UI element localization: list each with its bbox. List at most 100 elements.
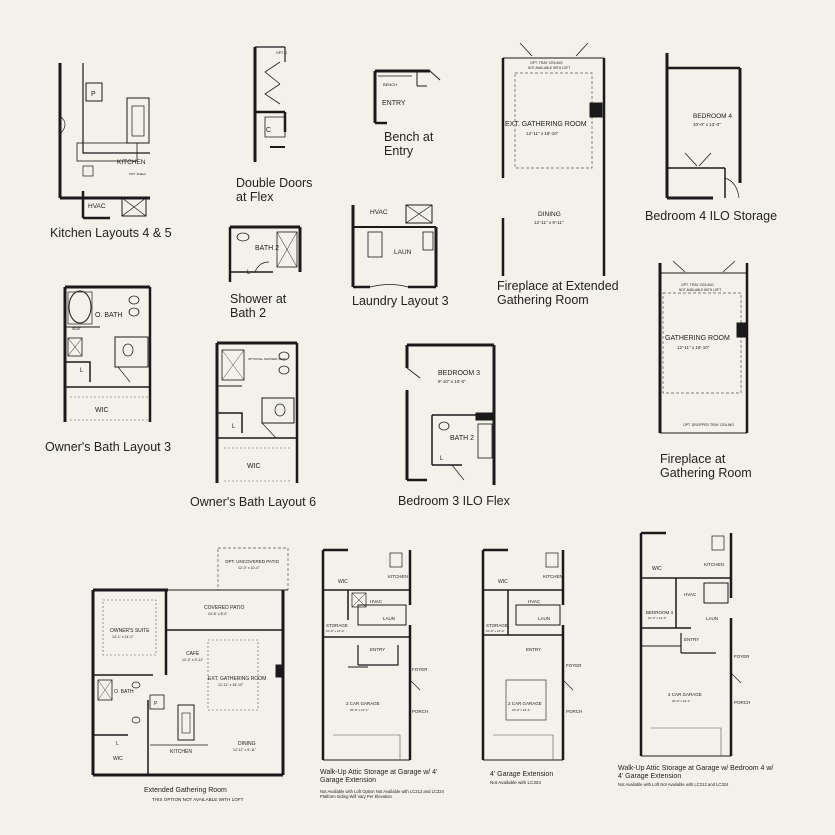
caption-bedroom4-storage: Bedroom 4 ILO Storage — [645, 209, 778, 223]
wb-bedroom4-dims: 10'-0" x 13'-0" — [648, 616, 666, 620]
walkup-attic-plan: WIC KITCHEN HVAC STORAGE 10'-0" x 13'-0"… — [321, 548, 428, 761]
ge-hvac-label: HVAC — [528, 599, 541, 604]
wb-wic-label: WIC — [652, 566, 662, 572]
ge-wic-label: WIC — [498, 579, 508, 585]
opt-dropped-tray-label: OPT. DROPPED TRAY CEILING — [683, 423, 734, 427]
caption-shower-bath2: Shower at Bath 2 — [230, 292, 287, 321]
opt-shelf-label: OPT. SHELF — [129, 172, 146, 176]
wb-porch-label: PORCH — [734, 700, 750, 705]
wa-hvac-label: HVAC — [370, 599, 383, 604]
wb-laun-label: LAUN — [706, 616, 718, 621]
patio-dims: 12'-0" x 10'-0" — [238, 566, 260, 570]
gathering-label: GATHERING ROOM — [665, 335, 730, 342]
shower-seat-label: OPTIONAL SHOWER SEAT — [248, 357, 286, 361]
opt-uncovered-patio-label: OPT. UNCOVERED PATIO — [225, 559, 280, 564]
bedroom4-dims: 10'-0" x 13'-0" — [693, 122, 721, 127]
owners-suite-label: OWNER'S SUITE — [110, 628, 150, 634]
wb-garage-label: 2 CAR GARAGE — [668, 692, 702, 697]
fireplace-ext-plan: OPT. TRAY CEILING NOT AVAILABLE WITH LOF… — [501, 42, 606, 276]
ge-storage-label: STORAGE — [486, 623, 508, 628]
linen-label: L — [247, 270, 251, 276]
wa-wic-label: WIC — [338, 579, 348, 585]
laundry3-plan: HVAC LAUN — [351, 204, 438, 289]
seat-label: SEAT — [72, 327, 82, 331]
wb-entry-label: ENTRY — [684, 637, 699, 642]
bath2-label: BATH 2 — [255, 245, 279, 252]
eg-dining-dims: 12'-11" x 9'-11" — [233, 748, 257, 752]
dining-dims: 12'-11" x 9'-11" — [534, 220, 564, 225]
covered-patio-label: COVERED PATIO — [204, 605, 244, 611]
eg-pantry-label: P — [154, 701, 158, 707]
fg-opt-tray-label: OPT. TRAY CEILING — [681, 283, 714, 287]
bath2-flex-label: BATH 2 — [450, 435, 474, 442]
wb-kitchen-label: KITCHEN — [704, 562, 724, 567]
caption-garage-ext: 4' Garage Extension — [490, 771, 554, 778]
kitchen-pantry-label: P — [91, 91, 96, 98]
ob6-wic-label: WIC — [247, 463, 261, 470]
cafe-label: CAFE — [186, 651, 200, 657]
ge-kitchen-label: KITCHEN — [543, 574, 563, 579]
bedroom3-label: BEDROOM 3 — [438, 370, 480, 377]
ge-storage-dims: 10'-0" x 13'-0" — [486, 629, 504, 633]
laundry-hvac-label: HVAC — [370, 209, 388, 216]
gathering-dims: 12'-11" x 18'-10" — [677, 345, 710, 350]
caption-fireplace-gathering: Fireplace at Gathering Room — [660, 452, 752, 481]
wa-porch-label: PORCH — [412, 709, 428, 714]
wa-garage-label: 2 CAR GARAGE — [346, 701, 380, 706]
wb-garage-dims: 20'-0" x 24'-1" — [672, 699, 690, 703]
ob3-wic-label: WIC — [95, 407, 109, 414]
owners-bath3-plan: O. BATH SEAT L WIC — [63, 285, 152, 422]
ext-gathering-label: EXT. GATHERING ROOM — [505, 121, 587, 128]
ge-garage-label: 2 CAR GARAGE — [508, 701, 542, 706]
ge-porch-label: PORCH — [566, 709, 582, 714]
eg-linen-label: L — [116, 741, 119, 747]
caption-walkup-bed4: Walk-Up Attic Storage at Garage w/ Bedro… — [618, 765, 774, 781]
caption-owners-bath3: Owner's Bath Layout 3 — [45, 440, 172, 454]
eg-wic-label: WIC — [113, 756, 123, 762]
kitchen-label: KITCHEN — [117, 159, 146, 166]
opt-tray-label: OPT. TRAY CEILING — [530, 61, 563, 65]
bench-label: BENCH — [383, 82, 397, 87]
caption-bench-entry: Bench at Entry — [384, 130, 434, 159]
ob3-linen-label: L — [80, 368, 84, 374]
o-bath-label: O. BATH — [95, 312, 122, 319]
ge-laun-label: LAUN — [538, 616, 550, 621]
fg-opt-tray-note: NOT AVAILABLE WITH LOFT — [679, 288, 721, 292]
hvac-label: HVAC — [88, 203, 106, 210]
laun-label: LAUN — [394, 249, 412, 256]
walkup-bed4-note: Not Available with Loft Not Available wi… — [618, 782, 729, 787]
owners-bath6-plan: OPTIONAL SHOWER SEAT L WIC — [215, 341, 299, 483]
cafe-dims: 12'-0" x 9'-11" — [182, 658, 204, 662]
caption-extended-gathering: Extended Gathering Room — [144, 787, 227, 794]
wa-storage-dims: 10'-0" x 13'-0" — [326, 629, 344, 633]
dining-label: DINING — [538, 211, 561, 218]
wa-foyer-label: FOYER — [412, 667, 428, 672]
ge-foyer-label: FOYER — [566, 663, 582, 668]
opt-d-label: OPT. D — [276, 51, 288, 55]
garage-ext-plan: WIC KITCHEN HVAC STORAGE 10'-0" x 13'-0"… — [481, 548, 582, 761]
double-doors-plan: OPT. D C — [253, 46, 288, 162]
wb-bedroom4-label: BEDROOM 4 — [646, 610, 674, 615]
extended-gathering-plan: OPT. UNCOVERED PATIO 12'-0" x 10'-0" COV… — [91, 547, 289, 777]
bedroom4-label: BEDROOM 4 — [693, 113, 732, 120]
wa-laun-label: LAUN — [383, 616, 395, 621]
ge-entry-label: ENTRY — [526, 647, 541, 652]
b3-linen-label: L — [440, 456, 444, 462]
eg-o-bath-label: O. BATH — [114, 689, 134, 695]
wa-garage-dims: 20'-0" x 24'-1" — [350, 708, 368, 712]
bench-entry-plan: BENCH ENTRY — [373, 69, 441, 125]
garage-ext-note: Not Available with LC324 — [490, 780, 541, 785]
shower-bath2-plan: BATH 2 L — [228, 225, 302, 282]
caption-laundry3: Laundry Layout 3 — [352, 294, 449, 308]
walkup-attic-note: Not Available with Loft Option Not Avail… — [320, 789, 444, 799]
walkup-bed4-plan: WIC KITCHEN BEDROOM 4 10'-0" x 13'-0" HV… — [639, 531, 750, 757]
eg-kitchen-label: KITCHEN — [170, 749, 192, 755]
owners-suite-dims: 14'-1" x 14'-0" — [112, 635, 134, 639]
kitchen-layouts-plan: P KITCHEN OPT. SHELF HVAC — [58, 63, 150, 220]
fireplace-gathering-plan: OPT. TRAY CEILING NOT AVAILABLE WITH LOF… — [658, 260, 749, 434]
bedroom4-storage-plan: BEDROOM 4 10'-0" x 13'-0" — [665, 53, 742, 200]
extended-gathering-note: THIS OPTION NOT AVAILABLE WITH LOFT — [152, 797, 244, 802]
eg-dining-label: DINING — [238, 741, 256, 747]
caption-kitchen-layouts: Kitchen Layouts 4 & 5 — [50, 226, 172, 240]
eg-ext-gathering-dims: 12'-11" x 18'-10" — [218, 683, 244, 687]
